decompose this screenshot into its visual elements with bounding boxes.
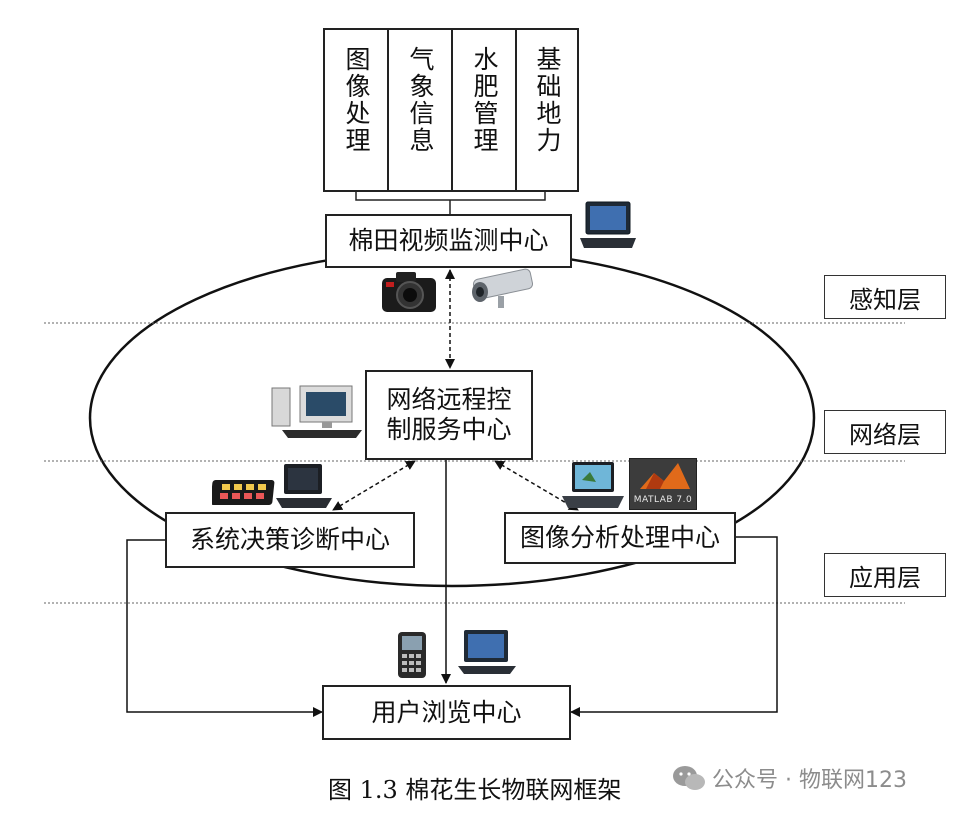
wechat-logo-icon — [673, 766, 705, 790]
mobile-phone-icon — [398, 632, 426, 678]
box-soil-fertility: 基础地力 — [515, 28, 579, 192]
link-remote-image — [494, 460, 579, 511]
bracket-connector — [355, 192, 546, 214]
box-image-processing: 图像处理 — [323, 28, 387, 192]
figure-caption: 图 1.3 棉花生长物联网框架 — [328, 776, 622, 804]
box-water-fertilizer: 水肥管理 — [451, 28, 515, 192]
desktop-computer-icon — [271, 385, 362, 438]
node-monitor-center-label: 棉田视频监测中心 — [348, 226, 549, 255]
layer-network: 网络层 — [824, 410, 946, 454]
laptop-icon — [276, 464, 332, 508]
camera-icon — [382, 272, 436, 312]
laptop-icon — [580, 201, 636, 248]
node-monitor-center: 棉田视频监测中心 — [325, 214, 572, 268]
matlab-logo-icon: MATLAB 7.0 — [629, 458, 697, 510]
layer-network-label: 网络层 — [849, 420, 921, 449]
matlab-label: MATLAB 7.0 — [633, 495, 693, 505]
link-image-user — [570, 536, 778, 717]
laptop-icon — [562, 462, 624, 508]
node-image-analysis-center: 图像分析处理中心 — [504, 512, 736, 564]
layer-perception-label: 感知层 — [849, 285, 921, 314]
node-image-analysis-center-label: 图像分析处理中心 — [519, 523, 720, 552]
tablet-icon — [212, 480, 275, 505]
node-remote-center-line2: 制服务中心 — [386, 415, 512, 444]
watermark-text: 公众号 · 物联网123 — [712, 768, 907, 793]
box-weather-info-label: 气象信息 — [406, 46, 435, 154]
link-remote-decision — [332, 460, 416, 511]
box-water-fertilizer-label: 水肥管理 — [470, 46, 499, 154]
node-remote-center: 网络远程控 制服务中心 — [365, 370, 533, 460]
box-image-processing-label: 图像处理 — [342, 46, 371, 154]
node-user-center-label: 用户浏览中心 — [371, 697, 522, 727]
box-soil-fertility-label: 基础地力 — [533, 46, 562, 154]
node-user-center: 用户浏览中心 — [322, 685, 571, 740]
link-decision-user — [126, 539, 323, 717]
layer-application-label: 应用层 — [849, 563, 921, 592]
node-remote-center-line1: 网络远程控 — [386, 385, 512, 414]
cctv-camera-icon — [472, 268, 534, 308]
laptop-icon — [458, 630, 516, 674]
node-decision-center-label: 系统决策诊断中心 — [189, 525, 390, 554]
layer-perception: 感知层 — [824, 275, 946, 319]
layer-application: 应用层 — [824, 553, 946, 597]
watermark: 公众号 · 物联网123 — [672, 762, 907, 794]
box-weather-info: 气象信息 — [387, 28, 451, 192]
node-decision-center: 系统决策诊断中心 — [165, 512, 415, 568]
